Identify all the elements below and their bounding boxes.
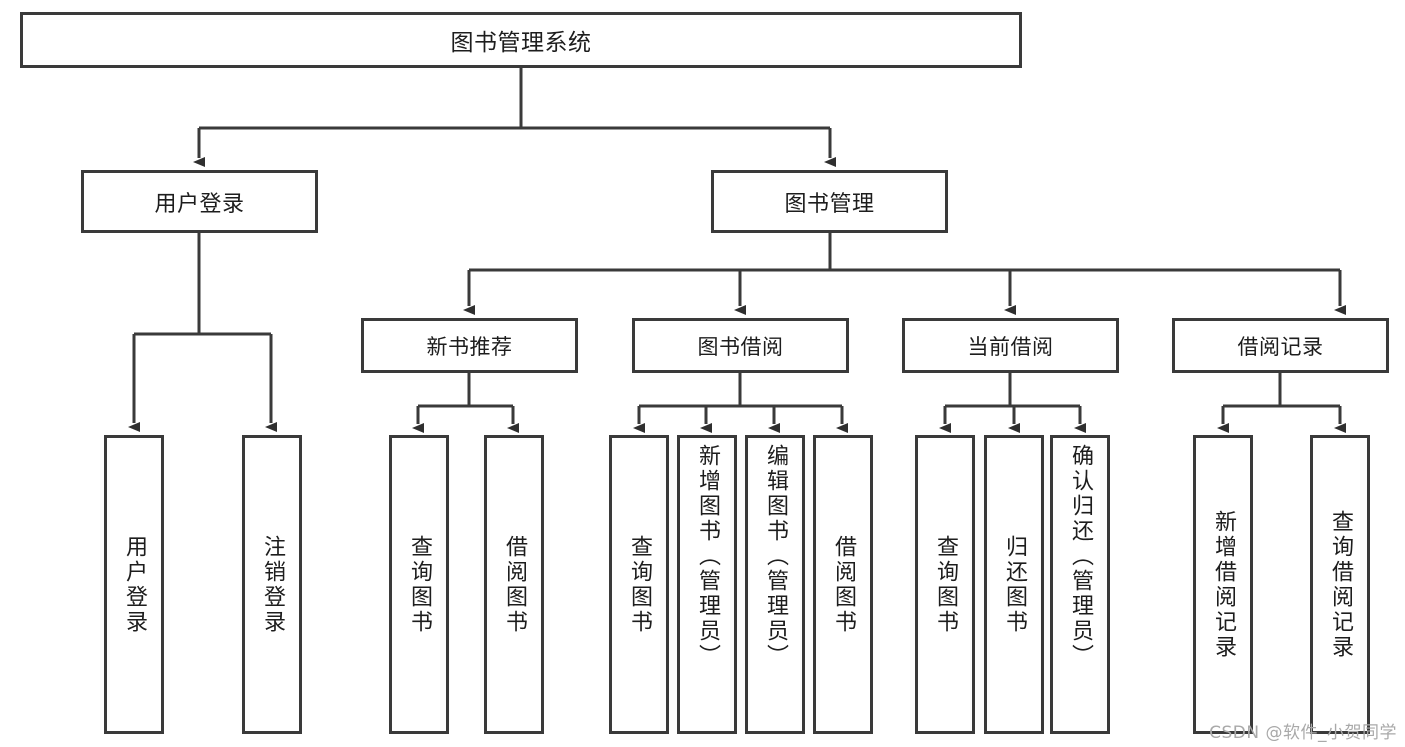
leaf-node-query-book-borrow[interactable]: 查询图书	[609, 435, 669, 734]
node-label: 查询图书	[406, 534, 432, 635]
node-label: 图书管理	[784, 191, 875, 217]
node-user-login[interactable]: 用户登录	[81, 170, 318, 233]
leaf-node-query-book-recommend[interactable]: 查询图书	[389, 435, 449, 734]
node-label: 借阅图书	[501, 534, 527, 635]
node-label: 注销登录	[259, 534, 285, 635]
leaf-node-query-borrow-record[interactable]: 查询借阅记录	[1310, 435, 1370, 734]
leaf-node-borrow-book[interactable]: 借阅图书	[813, 435, 873, 734]
leaf-node-logout-login[interactable]: 注销登录	[242, 435, 302, 734]
leaf-node-user-login[interactable]: 用户登录	[104, 435, 164, 734]
node-label: 查询图书	[932, 534, 958, 635]
node-label: 查询图书	[626, 534, 652, 635]
node-label: 新增图书（管理员）	[694, 444, 720, 669]
node-label: 查询借阅记录	[1327, 509, 1353, 660]
node-book-borrow[interactable]: 图书借阅	[632, 318, 849, 373]
node-label: 新增借阅记录	[1210, 509, 1236, 660]
node-label: 借阅记录	[1237, 334, 1324, 359]
node-label: 借阅图书	[830, 534, 856, 635]
node-label: 新书推荐	[426, 334, 513, 359]
node-label: 确认归还（管理员）	[1067, 444, 1093, 669]
leaf-node-add-borrow-record[interactable]: 新增借阅记录	[1193, 435, 1253, 734]
node-label: 当前借阅	[967, 334, 1054, 359]
node-book-management[interactable]: 图书管理	[711, 170, 948, 233]
leaf-node-edit-book[interactable]: 编辑图书（管理员）	[745, 435, 805, 734]
node-label: 图书管理系统	[450, 30, 592, 56]
leaf-node-confirm-return[interactable]: 确认归还（管理员）	[1050, 435, 1110, 734]
node-book-management-system[interactable]: 图书管理系统	[20, 12, 1022, 68]
leaf-node-return-book[interactable]: 归还图书	[984, 435, 1044, 734]
node-label: 编辑图书（管理员）	[762, 444, 788, 669]
node-current-borrow[interactable]: 当前借阅	[902, 318, 1119, 373]
node-label: 用户登录	[121, 534, 147, 635]
leaf-node-query-book-current[interactable]: 查询图书	[915, 435, 975, 734]
node-label: 归还图书	[1001, 534, 1027, 635]
node-label: 用户登录	[154, 191, 245, 217]
leaf-node-add-book[interactable]: 新增图书（管理员）	[677, 435, 737, 734]
node-new-book-recommend[interactable]: 新书推荐	[361, 318, 578, 373]
node-borrow-record[interactable]: 借阅记录	[1172, 318, 1389, 373]
watermark-text: CSDN @软件_小贺同学	[1209, 723, 1397, 743]
node-label: 图书借阅	[697, 334, 784, 359]
leaf-node-borrow-book-recommend[interactable]: 借阅图书	[484, 435, 544, 734]
